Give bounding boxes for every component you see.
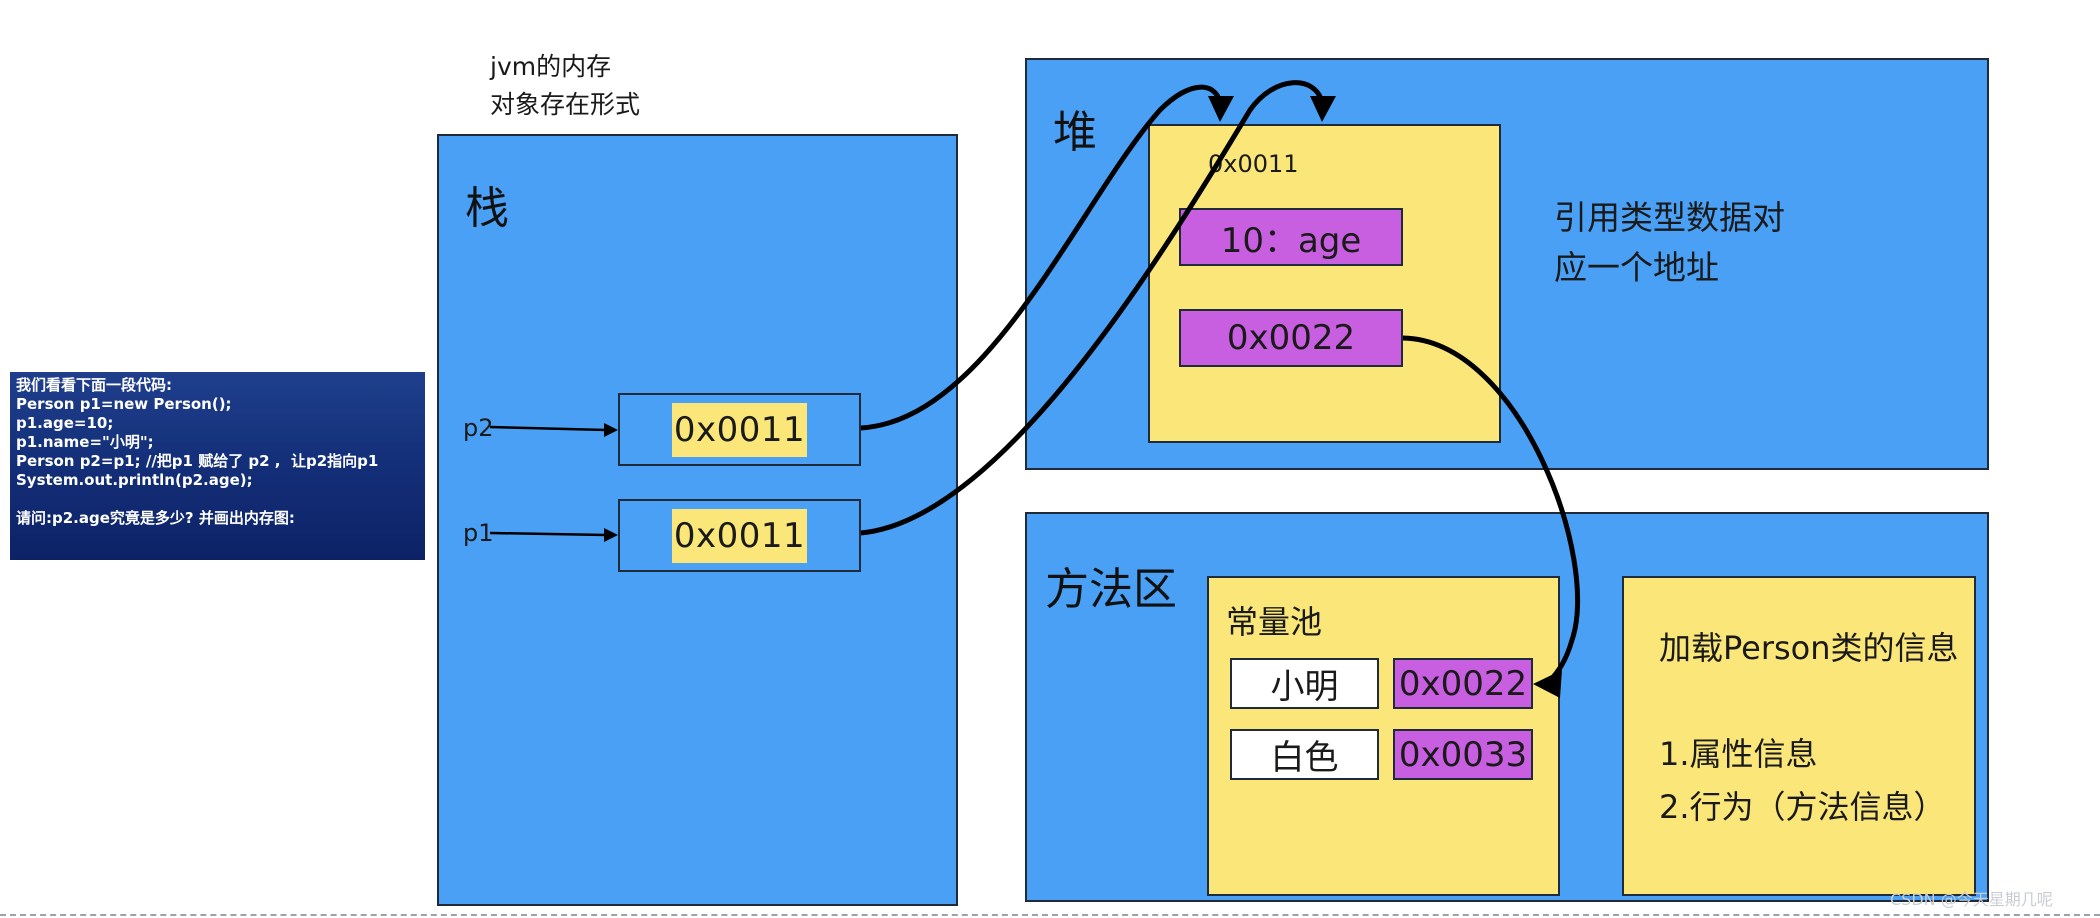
stack-title: 栈 [465,183,509,234]
code-line: p1.age=10; [16,414,114,432]
p1-to-object-arrow [860,80,1325,536]
p2-reference-value: 0x0011 [671,402,808,457]
p2-pointer-line [489,425,607,432]
code-line: p1.name="小明"; [16,433,154,451]
code-panel: 我们看看下面一段代码: Person p1=new Person(); p1.a… [10,372,425,560]
constant-address: 0x0022 [1393,658,1533,709]
constant-value: 白色 [1230,729,1379,780]
class-info-text: 加载Person类的信息 1.属性信息 2.行为（方法信息） [1659,622,1959,834]
heap-note: 引用类型数据对 应一个地址 [1554,193,1785,293]
name-to-constant-arrow [1402,335,1581,685]
class-info-line-3: 2.行为（方法信息） [1659,788,1946,826]
heap-note-line-2: 应一个地址 [1554,248,1719,287]
caption-line-2: 对象存在形式 [490,90,641,119]
constant-address: 0x0033 [1393,729,1533,780]
code-line: System.out.println(p2.age); [16,471,253,489]
constant-value: 小明 [1230,658,1379,709]
p1-label: p1 [463,519,494,547]
p1-slot: 0x0011 [618,499,861,572]
code-line: Person p1=new Person(); [16,395,232,413]
arrow-head [1533,670,1562,698]
class-info [1622,576,1976,896]
class-info-line-1: 加载Person类的信息 [1659,629,1959,667]
constant-pool-title: 常量池 [1226,603,1323,641]
diagram-caption: jvm的内存 对象存在形式 [490,48,640,124]
heap-note-line-1: 引用类型数据对 [1554,198,1785,237]
code-line: 请问:p2.age究竟是多少? 并画出内存图: [16,509,295,527]
p2-slot: 0x0011 [618,393,861,466]
caption-line-1: jvm的内存 [490,52,612,81]
arrow-head [604,423,618,437]
name-field: 0x0022 [1179,309,1403,367]
code-line: Person p2=p1; //把p1 赋给了 p2 , 让p2指向p1 [16,452,379,470]
arrow-head [1310,96,1336,122]
age-field: 10：age [1179,208,1403,266]
p2-label: p2 [463,414,494,442]
watermark: CSDN @今天星期几呢 [1890,890,2053,909]
heap-title: 堆 [1053,107,1097,158]
arrow-head [1208,96,1234,122]
arrow-head [604,528,618,542]
code-line: 我们看看下面一段代码: [16,376,172,394]
p1-reference-value: 0x0011 [671,508,808,563]
method-area-title: 方法区 [1045,564,1177,615]
p2-to-object-arrow [860,84,1223,431]
bottom-divider [0,914,2100,916]
p1-pointer-line [489,531,607,537]
class-info-line-2: 1.属性信息 [1659,735,1818,773]
